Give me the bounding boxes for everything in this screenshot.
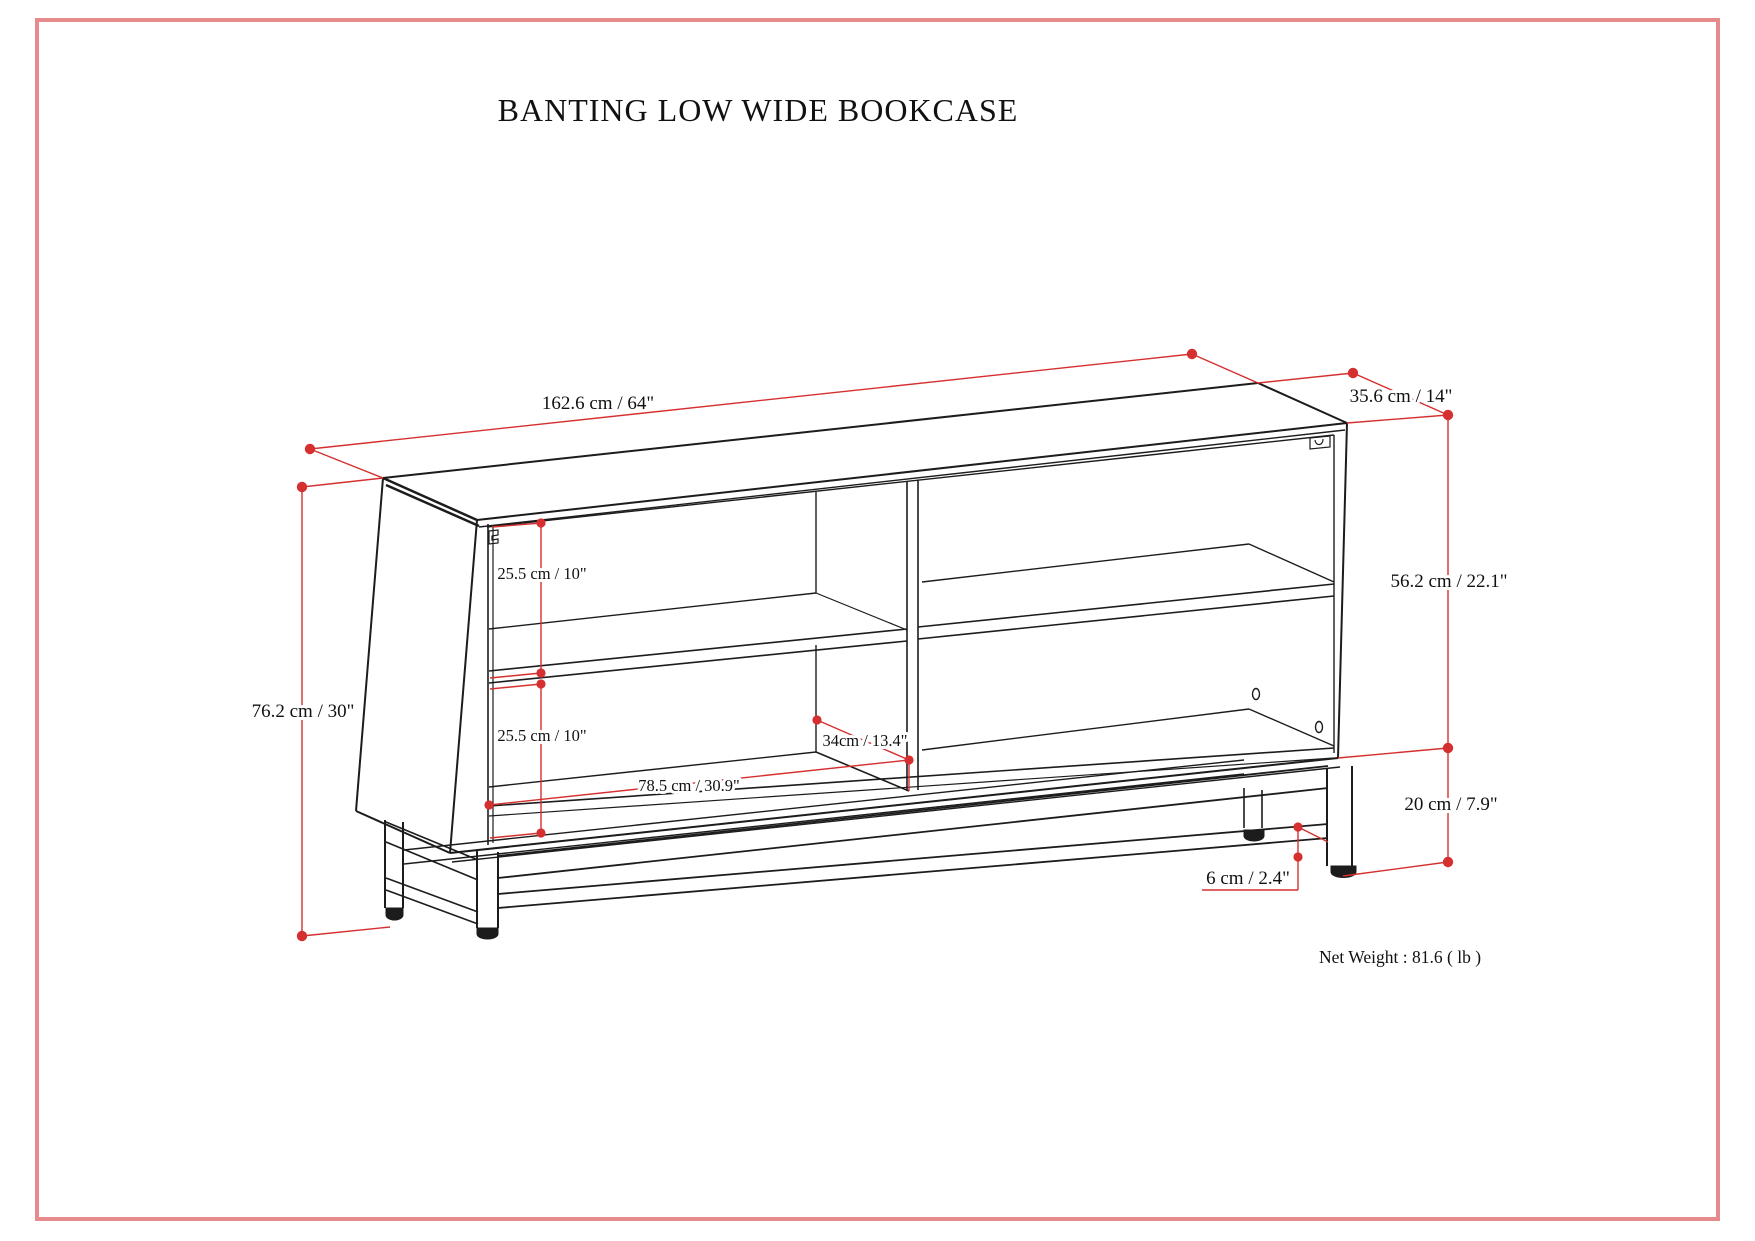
overall-depth-label: 35.6 cm / 14" (1350, 386, 1453, 407)
overall-width-label: 162.6 cm / 64" (542, 393, 654, 414)
opening-depth-label: 34cm / 13.4" (822, 731, 907, 750)
bookcase-base-drawing (384, 759, 1357, 940)
net-weight-label: Net Weight : 81.6 ( lb ) (1319, 947, 1481, 967)
bookcase-drawing (355, 382, 1348, 863)
foot-back-left (385, 907, 404, 921)
foot-front-left (476, 927, 499, 940)
foot-back-right (1243, 829, 1265, 842)
opening-width-label: 78.5 cm / 30.9" (638, 776, 740, 795)
overall-height-label: 76.2 cm / 30" (252, 701, 355, 722)
page-border (35, 18, 1720, 1221)
base-height-label: 20 cm / 7.9" (1404, 794, 1497, 815)
shelf-clip-left (488, 529, 499, 545)
shelf-clip-right (1309, 435, 1331, 450)
cabinet-height-label: 56.2 cm / 22.1" (1391, 571, 1508, 592)
dimension-lines (296, 348, 1454, 942)
shelf-pin-hole (1251, 687, 1261, 701)
foot-height-label: 6 cm / 2.4" (1206, 868, 1290, 889)
page-title: BANTING LOW WIDE BOOKCASE (498, 92, 1019, 128)
upper-opening-height-label: 25.5 cm / 10" (497, 564, 586, 583)
lower-opening-height-label: 25.5 cm / 10" (497, 726, 586, 745)
shelf-pin-hole (1314, 720, 1324, 734)
